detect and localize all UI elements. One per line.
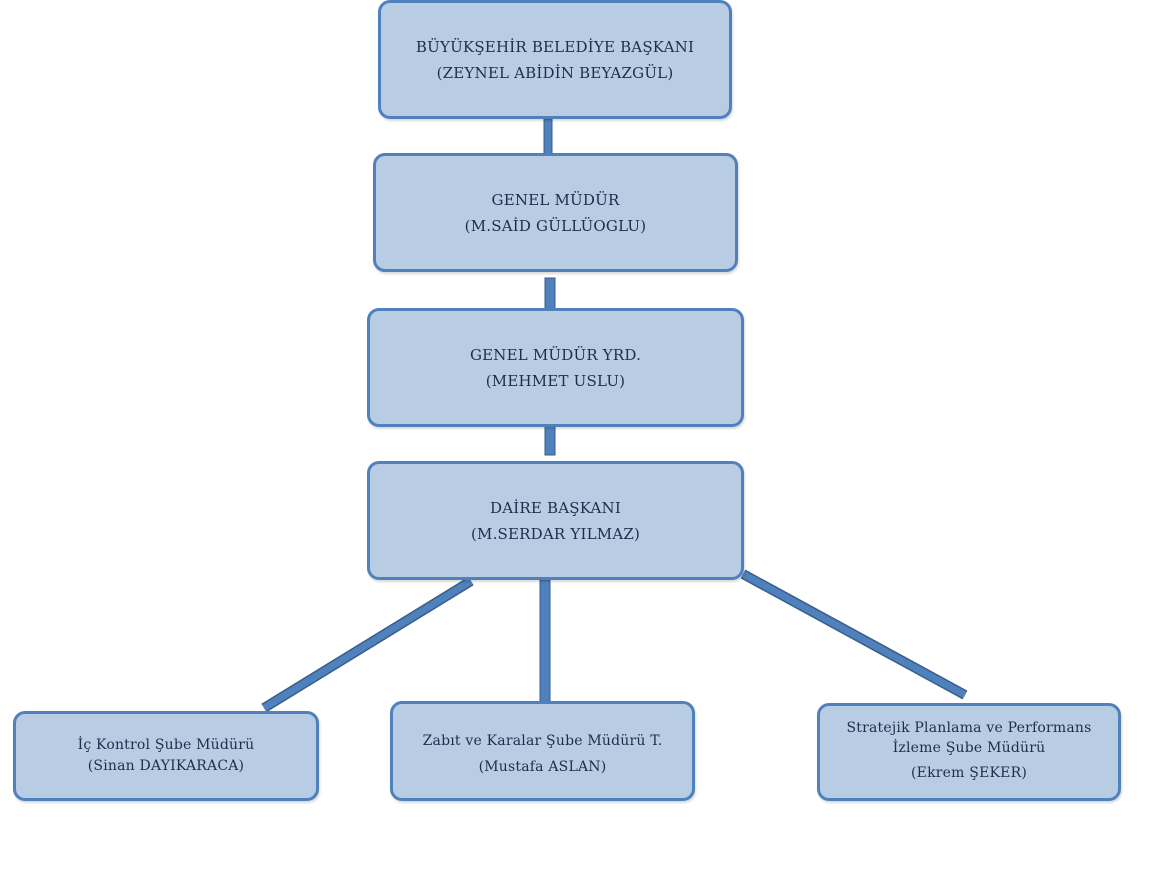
node-title: İç Kontrol Şube Müdürü [77, 737, 255, 753]
node-ic-kontrol-sube-muduru: İç Kontrol Şube Müdürü (Sinan DAYIKARACA… [13, 711, 319, 801]
node-person: (MEHMET USLU) [485, 371, 626, 390]
connector-daire-zabit [539, 579, 551, 703]
node-person: (ZEYNEL ABİDİN BEYAZGÜL) [436, 63, 674, 82]
node-person: (M.SERDAR YILMAZ) [470, 524, 641, 543]
connector-daire-stratejik-inner [741, 570, 967, 699]
node-belediye-baskani: BÜYÜKŞEHİR BELEDİYE BAŞKANI (ZEYNEL ABİD… [378, 0, 732, 119]
node-title: GENEL MÜDÜR [491, 190, 620, 209]
node-person: (Mustafa ASLAN) [478, 759, 607, 775]
node-title: GENEL MÜDÜR YRD. [469, 345, 642, 364]
node-title-line1: Stratejik Planlama ve Performans [846, 720, 1092, 736]
node-genel-mudur: GENEL MÜDÜR (M.SAİD GÜLLÜOGLU) [373, 153, 738, 272]
node-title-line2: İzleme Şube Müdürü [892, 740, 1046, 756]
node-person: (Ekrem ŞEKER) [911, 765, 1027, 781]
node-person: (Sinan DAYIKARACA) [87, 758, 245, 774]
node-person: (M.SAİD GÜLLÜOGLU) [464, 216, 647, 235]
connector-baskan-genel [543, 118, 553, 156]
connector-daire-ickontrol-inner [262, 578, 473, 711]
node-stratejik-planlama-sube-muduru: Stratejik Planlama ve Performans İzleme … [817, 703, 1121, 801]
node-genel-mudur-yardimcisi: GENEL MÜDÜR YRD. (MEHMET USLU) [367, 308, 744, 427]
connector-genel-yrd [544, 277, 556, 313]
node-title: DAİRE BAŞKANI [489, 498, 621, 517]
node-daire-baskani: DAİRE BAŞKANI (M.SERDAR YILMAZ) [367, 461, 744, 580]
node-zabit-ve-kararlar-sube-muduru: Zabıt ve Karalar Şube Müdürü T. (Mustafa… [390, 701, 695, 801]
node-title: BÜYÜKŞEHİR BELEDİYE BAŞKANI [415, 37, 695, 56]
node-title: Zabıt ve Karalar Şube Müdürü T. [422, 733, 663, 749]
